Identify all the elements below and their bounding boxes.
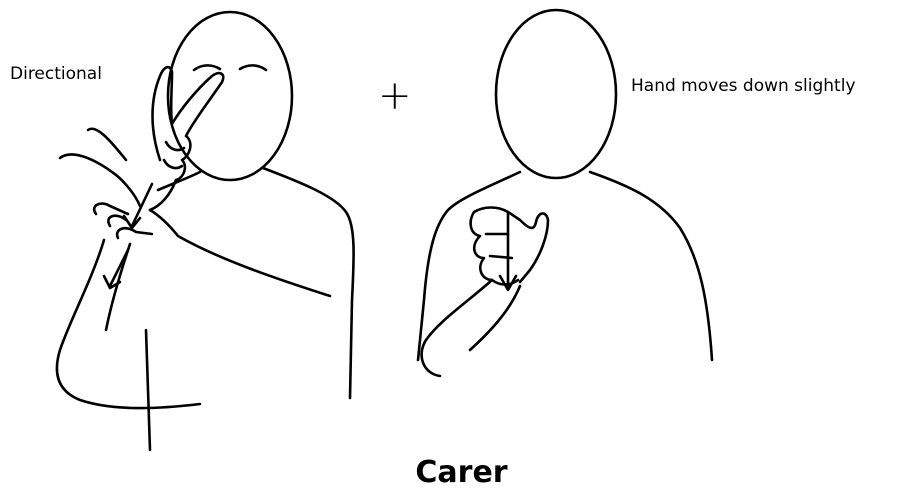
right-right-shoulder [590,172,712,360]
directional-label: Directional [10,64,102,84]
plus-sign: + [378,76,412,116]
right-forearm [422,280,520,376]
right-head [496,10,616,178]
movement-note-label: Hand moves down slightly [631,76,856,96]
sign-title: Carer [0,456,923,490]
right-hand [471,208,548,285]
